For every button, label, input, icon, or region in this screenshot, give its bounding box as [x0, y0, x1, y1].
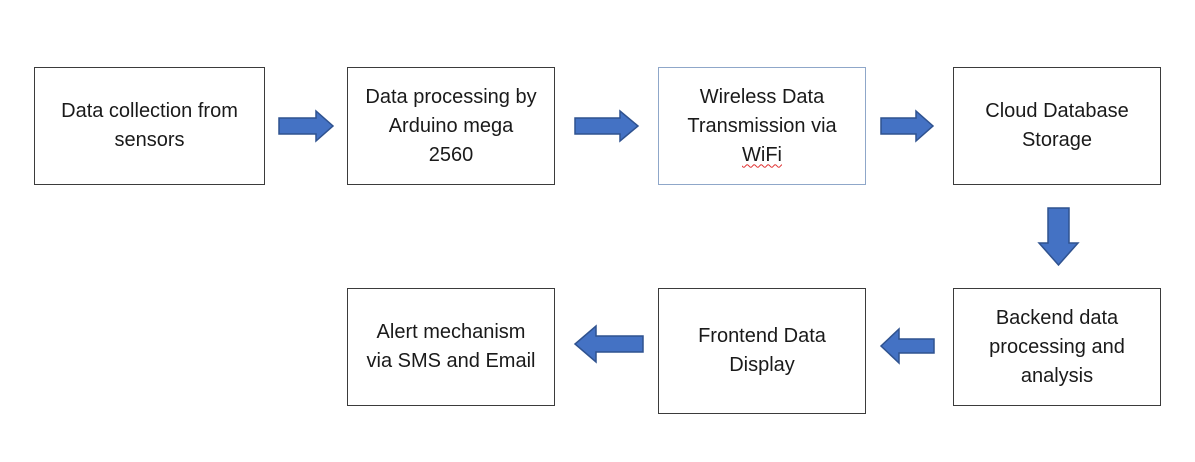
node-alert-mechanism: Alert mechanism via SMS and Email — [347, 288, 555, 406]
node-arduino-processing: Data processing by Arduino mega 2560 — [347, 67, 555, 185]
spellcheck-flagged-word: WiFi — [742, 143, 782, 166]
arrow-left-icon — [879, 327, 935, 365]
arrow-left-icon — [573, 324, 644, 364]
node-wireless-transmission-label: Wireless Data Transmission via WiFi — [687, 83, 836, 170]
arrow-down-icon — [1037, 207, 1080, 267]
node-cloud-storage-label: Cloud Database Storage — [985, 100, 1129, 151]
node-wireless-transmission: Wireless Data Transmission via WiFi — [658, 67, 866, 185]
node-cloud-storage: Cloud Database Storage — [953, 67, 1161, 185]
node-wireless-transmission-text: Wireless Data Transmission via — [687, 85, 837, 137]
node-frontend-display-label: Frontend Data Display — [698, 325, 826, 376]
node-arduino-processing-label: Data processing by Arduino mega 2560 — [365, 85, 537, 166]
node-alert-mechanism-label: Alert mechanism via SMS and Email — [366, 321, 536, 372]
node-data-collection: Data collection from sensors — [34, 67, 265, 185]
arrow-right-icon — [278, 109, 335, 143]
node-data-collection-label: Data collection from sensors — [61, 100, 238, 151]
arrow-right-icon — [880, 109, 935, 143]
node-frontend-display: Frontend Data Display — [658, 288, 866, 414]
arrow-right-icon — [574, 109, 640, 143]
node-backend-processing: Backend data processing and analysis — [953, 288, 1161, 406]
node-backend-processing-label: Backend data processing and analysis — [989, 306, 1125, 387]
